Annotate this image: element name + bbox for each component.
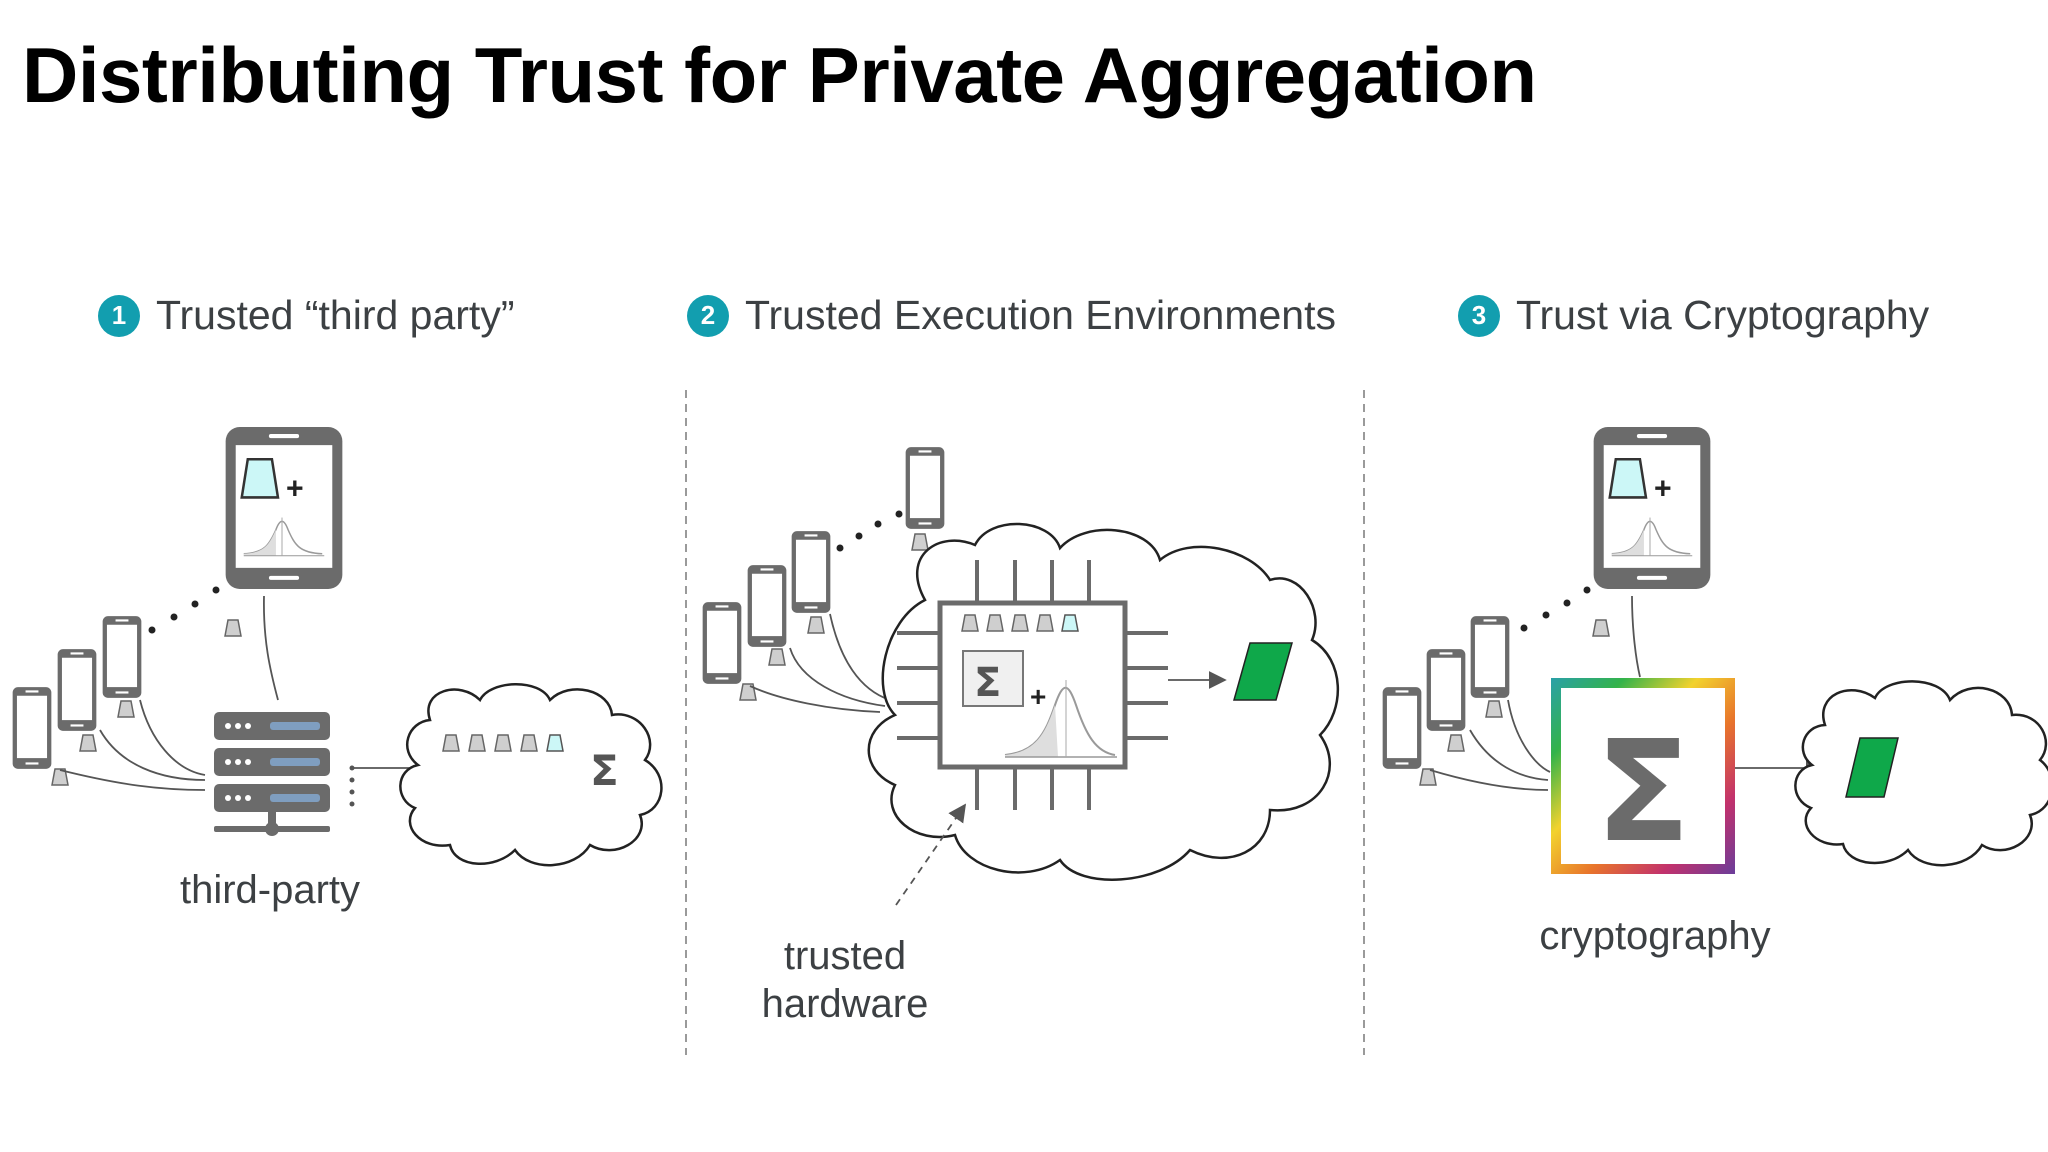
tablet-icon (224, 425, 344, 591)
chip-icon (79, 734, 97, 752)
section-label-3: Trust via Cryptography (1516, 292, 1930, 338)
caption-third-party: third-party (179, 868, 361, 912)
section-1-diagram: Σ (12, 425, 663, 867)
plus-sign: + (1030, 681, 1046, 712)
caption-trusted-line2: hardware (761, 982, 929, 1026)
phone-icon (905, 447, 945, 529)
cloud-icon (399, 683, 663, 867)
ellipsis-dots (836, 510, 903, 552)
caption-trusted-hardware: trusted hardware (720, 932, 970, 1028)
sum-icon: Σ (590, 746, 619, 795)
phone-icon (57, 649, 97, 731)
section-label-2: Trusted Execution Environments (745, 292, 1336, 338)
server-icon (214, 712, 330, 836)
tablet-icon (1592, 425, 1712, 591)
ellipsis-dots (1520, 586, 1591, 632)
sum-box (962, 650, 1024, 707)
phone-icon (1382, 687, 1422, 769)
page-title: Distributing Trust for Private Aggregati… (22, 31, 1537, 119)
bell-curve-icon (1004, 680, 1117, 758)
caption-trusted-line1: trusted (783, 934, 907, 978)
number-badge-3: 3 (1458, 294, 1500, 337)
number-badge-2: 2 (687, 294, 729, 337)
result-parallelogram-icon (1233, 642, 1293, 701)
phone-icon (12, 687, 52, 769)
section-heading-3: 3 Trust via Cryptography (1458, 292, 1929, 339)
cloud-icon (1794, 680, 2048, 867)
phone-icon (747, 565, 787, 647)
phone-icon (1470, 616, 1510, 698)
ellipsis-dots (148, 586, 220, 634)
section-heading-2: 2 Trusted Execution Environments (687, 292, 1336, 339)
section-heading-1: 1 Trusted “third party” (98, 292, 514, 339)
sum-icon: Σ (974, 660, 1001, 706)
phone-icon (702, 602, 742, 684)
sum-icon: Σ (1595, 711, 1691, 874)
result-parallelogram-icon (1845, 737, 1899, 798)
phone-icon (102, 616, 142, 698)
section-label-1: Trusted “third party” (156, 292, 515, 338)
caption-cryptography: cryptography (1539, 914, 1771, 958)
number-badge-1: 1 (98, 294, 140, 337)
phone-icon (791, 531, 831, 613)
chip-icon (117, 700, 135, 718)
section-2-diagram: Σ + (702, 447, 1339, 906)
section-3-diagram: Σ (1382, 425, 2048, 874)
phone-icon (1426, 649, 1466, 731)
chip-icon (224, 619, 242, 637)
